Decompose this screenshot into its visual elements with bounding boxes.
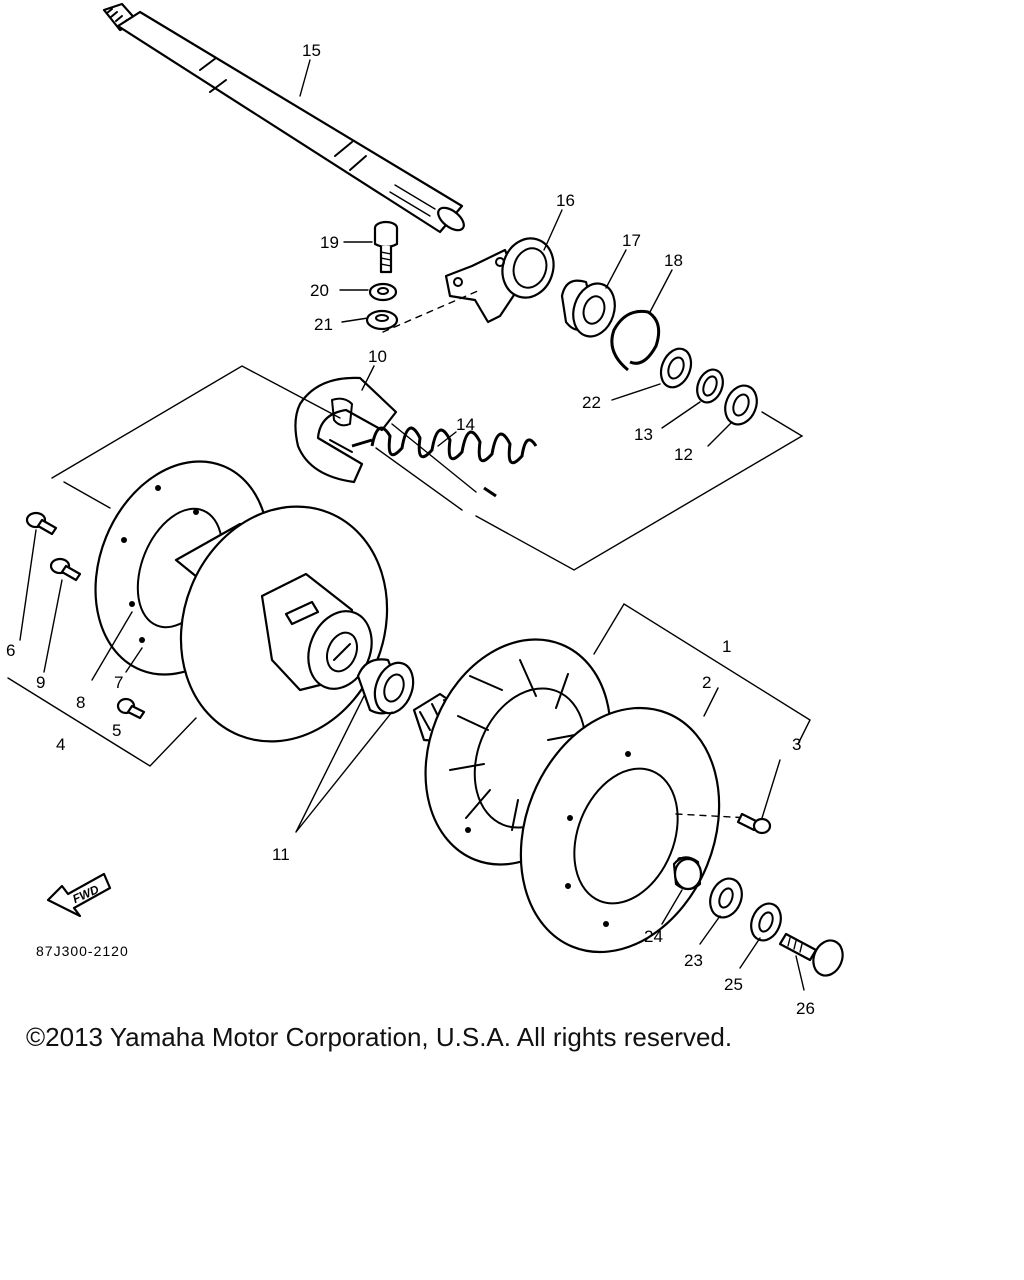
callout-numbers: 15 19 20 21 16 17 18 22 13 12 10 14 6 9 … [6, 41, 815, 1018]
drawing-code: 87J300-2120 [36, 943, 129, 959]
moveable-sheave-4 [174, 505, 389, 743]
callout-1: 1 [722, 637, 731, 656]
callout-22: 22 [582, 393, 601, 412]
callout-14: 14 [456, 415, 475, 434]
bolt-26 [778, 932, 844, 977]
fwd-arrow-icon: FWD [46, 872, 112, 918]
part-5 [116, 697, 146, 720]
washer-12 [724, 384, 758, 426]
drive-shaft [102, 2, 465, 234]
callout-8: 8 [76, 693, 85, 712]
leader-lines [19, 59, 805, 991]
callout-13: 13 [634, 425, 653, 444]
callout-19: 19 [320, 233, 339, 252]
callout-9: 9 [36, 673, 45, 692]
assembly-bracket-lower [7, 603, 811, 767]
circlip-18 [610, 309, 661, 372]
callout-23: 23 [684, 951, 703, 970]
callout-7: 7 [114, 673, 123, 692]
callout-24: 24 [644, 927, 663, 946]
callout-21: 21 [314, 315, 333, 334]
collar-11 [356, 658, 415, 715]
washer-25 [750, 902, 782, 942]
bolt-6 [25, 511, 58, 536]
bearing-housing-16 [444, 237, 555, 324]
callout-26: 26 [796, 999, 815, 1018]
washer-23 [709, 877, 743, 919]
callout-20: 20 [310, 281, 329, 300]
callout-4: 4 [56, 735, 65, 754]
assembly-bracket-upper [51, 365, 804, 571]
bolt-19 [373, 220, 399, 274]
callout-3: 3 [792, 735, 801, 754]
bolt-9 [49, 557, 82, 582]
sheave-plate-2 [519, 706, 721, 954]
callout-16: 16 [556, 191, 575, 210]
circlip-13 [696, 368, 724, 404]
callout-11: 11 [272, 845, 290, 864]
callout-18: 18 [664, 251, 683, 270]
lock-washer-20 [368, 282, 398, 302]
callout-15: 15 [302, 41, 321, 60]
bolt-3 [736, 812, 772, 835]
callout-12: 12 [674, 445, 693, 464]
bearing-17 [560, 279, 616, 338]
cam-10 [294, 376, 398, 484]
callout-6: 6 [6, 641, 15, 660]
callout-5: 5 [112, 721, 121, 740]
bushing-24 [672, 856, 703, 891]
washer-21 [365, 309, 399, 331]
copyright-notice: ©2013 Yamaha Motor Corporation, U.S.A. A… [26, 1022, 733, 1052]
callout-2: 2 [702, 673, 711, 692]
callout-25: 25 [724, 975, 743, 994]
callout-10: 10 [368, 347, 387, 366]
callout-17: 17 [622, 231, 641, 250]
washer-22 [659, 347, 693, 389]
spring-14 [351, 423, 538, 511]
